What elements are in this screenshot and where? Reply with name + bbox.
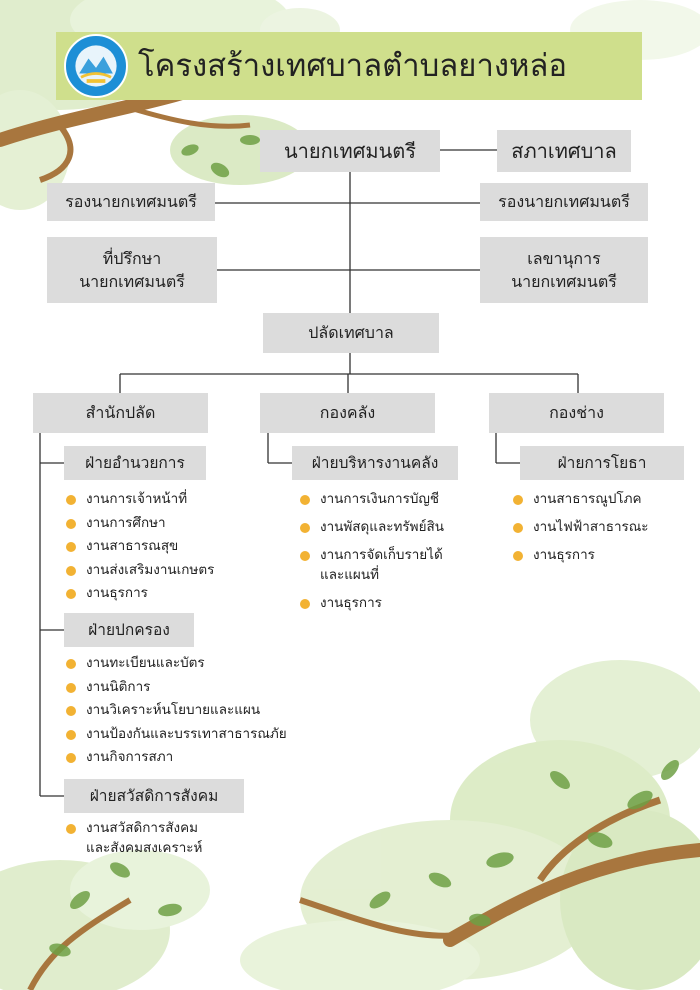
task-item-text: งานกิจการสภา [86, 749, 174, 765]
task-item-text: งานการเจ้าหน้าที่ [86, 491, 188, 507]
task-item: งานธุรการ [300, 593, 480, 613]
task-item-text: งานทะเบียนและบัตร [86, 655, 205, 671]
task-item: งานไฟฟ้าสาธารณะ [513, 517, 693, 537]
advisor-line-2: นายกเทศมนตรี [79, 272, 185, 291]
secretary-line-2: นายกเทศมนตรี [511, 272, 617, 291]
secretary-box: เลขานุการ นายกเทศมนตรี [480, 237, 648, 303]
task-item-text: งานป้องกันและบรรเทาสาธารณภัย [86, 725, 287, 742]
task-item-text: งานธุรการ [320, 595, 382, 611]
advisor-line-1: ที่ปรึกษา [102, 248, 162, 268]
secretary-line-1: เลขานุการ [527, 248, 601, 268]
task-item: งานสาธารณสุข [66, 536, 286, 556]
task-item-text: งานธุรการ [533, 547, 595, 563]
task-item: งานวิเคราะห์นโยบายและแผน [66, 700, 306, 720]
task-item: งานการเจ้าหน้าที่ [66, 489, 286, 509]
task-item-text: และสังคมสงเคราะห์ [86, 840, 203, 856]
division-box-social-welfare: ฝ่ายสวัสดิการสังคม [64, 779, 244, 813]
task-item: งานการจัดเก็บรายได้และแผนที่ [300, 545, 480, 585]
task-item-text: งานส่งเสริมงานเกษตร [86, 561, 215, 578]
task-list-governance: งานทะเบียนและบัตรงานนิติการงานวิเคราะห์น… [66, 653, 306, 771]
division-box-administration: ฝ่ายอำนวยการ [64, 446, 206, 480]
task-item: งานทะเบียนและบัตร [66, 653, 306, 673]
task-item-text: งานสาธารณสุข [86, 538, 179, 554]
task-item: งานนิติการ [66, 677, 306, 697]
task-item: งานพัสดุและทรัพย์สิน [300, 517, 480, 537]
task-item: งานการศึกษา [66, 513, 286, 533]
task-item: งานสาธารณูปโภค [513, 489, 693, 509]
task-item-text: งานพัสดุและทรัพย์สิน [320, 519, 444, 535]
task-item-text: งานวิเคราะห์นโยบายและแผน [86, 702, 261, 718]
task-list-public-works: งานสาธารณูปโภคงานไฟฟ้าสาธารณะงานธุรการ [513, 489, 693, 573]
division-box-governance: ฝ่ายปกครอง [64, 613, 194, 647]
task-item-text: งานธุรการ [86, 585, 148, 601]
task-item: งานป้องกันและบรรเทาสาธารณภัย [66, 724, 306, 744]
advisor-box: ที่ปรึกษา นายกเทศมนตรี [47, 237, 217, 303]
task-item-text: งานการจัดเก็บรายได้ [320, 547, 443, 563]
municipal-clerk-box: ปลัดเทศบาล [263, 313, 439, 353]
task-item-text: งานสาธารณูปโภค [533, 491, 642, 507]
task-item: งานธุรการ [513, 545, 693, 565]
council-box: สภาเทศบาล [497, 130, 631, 172]
task-item: งานการเงินการบัญชี [300, 489, 480, 509]
task-item-text: งานการศึกษา [86, 514, 166, 531]
task-item: งานสวัสดิการสังคมและสังคมสงเคราะห์ [66, 818, 286, 858]
task-list-finance: งานการเงินการบัญชีงานพัสดุและทรัพย์สินงา… [300, 489, 480, 621]
task-item-text: งานนิติการ [86, 678, 151, 695]
page-title: โครงสร้างเทศบาลตำบลยางหล่อ [138, 48, 568, 84]
task-item: งานกิจการสภา [66, 747, 306, 767]
title-bar [56, 32, 642, 100]
task-item-text: งานการเงินการบัญชี [320, 491, 440, 507]
mayor-box: นายกเทศมนตรี [260, 130, 440, 172]
task-list-administration: งานการเจ้าหน้าที่งานการศึกษางานสาธารณสุข… [66, 489, 286, 607]
deputy-mayor-right-box: รองนายกเทศมนตรี [480, 183, 648, 221]
task-item: งานธุรการ [66, 583, 286, 603]
division-box-public-works: ฝ่ายการโยธา [520, 446, 684, 480]
task-item: งานส่งเสริมงานเกษตร [66, 560, 286, 580]
department-box-engineering: กองช่าง [489, 393, 664, 433]
task-item-text: และแผนที่ [320, 567, 379, 583]
deputy-mayor-left-box: รองนายกเทศมนตรี [47, 183, 215, 221]
task-item-text: งานสวัสดิการสังคม [86, 820, 198, 836]
department-box-finance: กองคลัง [260, 393, 435, 433]
task-item-text: งานไฟฟ้าสาธารณะ [533, 519, 649, 535]
division-box-finance-admin: ฝ่ายบริหารงานคลัง [292, 446, 458, 480]
task-list-social-welfare: งานสวัสดิการสังคมและสังคมสงเคราะห์ [66, 818, 286, 862]
department-box-clerk-office: สำนักปลัด [33, 393, 208, 433]
municipality-seal-icon [64, 34, 128, 98]
